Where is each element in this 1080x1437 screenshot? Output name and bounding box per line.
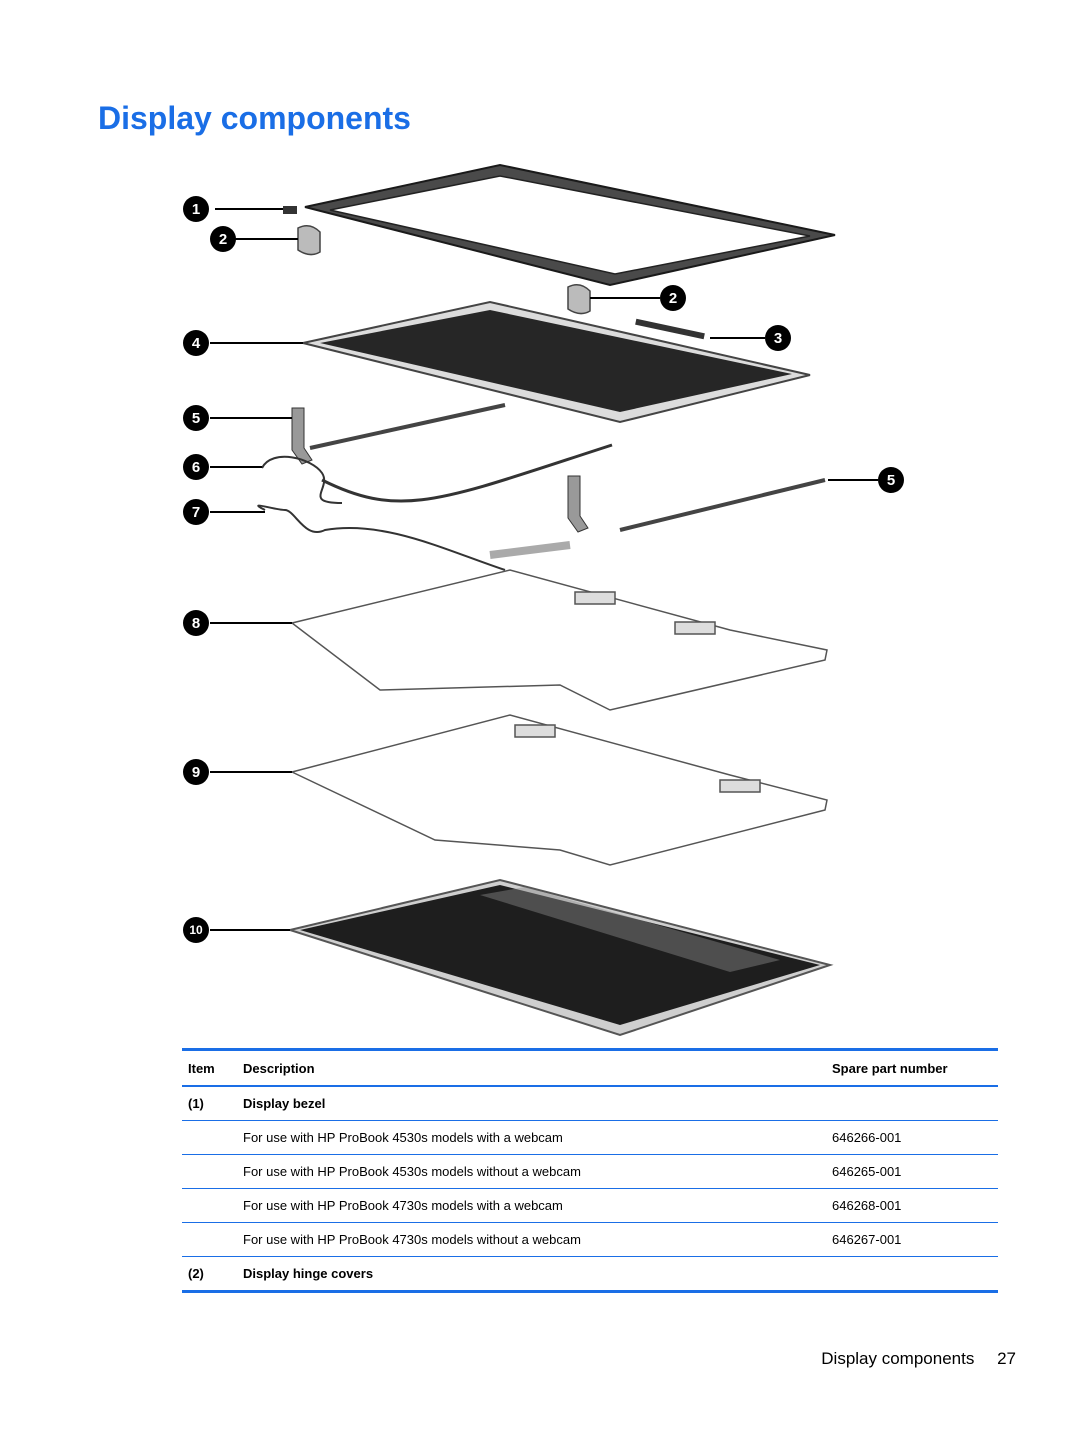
item-description: For use with HP ProBook 4730s models wit… (243, 1232, 581, 1247)
item-description: Display bezel (243, 1096, 326, 1111)
item-description: Display hinge covers (243, 1266, 374, 1281)
callout-2: 2 (660, 285, 686, 311)
exploded-view-diagram: 1 2 2 3 4 5 5 6 7 8 9 10 (170, 150, 920, 1045)
callout-9: 9 (183, 759, 209, 785)
table-row: For use with HP ProBook 4530s models wit… (182, 1121, 998, 1155)
page-title: Display components (98, 100, 411, 136)
spare-parts-table: Item Description Spare part number (1) D… (182, 1048, 998, 1293)
hinge-cover-illustration (297, 225, 591, 315)
spare-part-number: 646268-001 (832, 1198, 902, 1213)
item-description: For use with HP ProBook 4730s models wit… (243, 1198, 563, 1213)
description-column-header: Description (243, 1060, 315, 1076)
spare-part-number: 646265-001 (832, 1164, 902, 1179)
spare-part-number: 646267-001 (832, 1232, 902, 1247)
callout-7: 7 (183, 499, 209, 525)
callout-leader-lines (210, 208, 878, 931)
display-hinge-illustration (291, 403, 826, 533)
item-number: (1) (188, 1096, 204, 1111)
webcam-module-illustration (635, 318, 705, 340)
callout-8: 8 (183, 610, 209, 636)
item-description: For use with HP ProBook 4530s models wit… (243, 1164, 581, 1179)
callout-6: 6 (183, 454, 209, 480)
page-footer: Display components 27 (821, 1349, 1016, 1369)
display-panel-illustration (302, 300, 811, 424)
display-cable-illustration (257, 443, 613, 571)
display-back-cover-illustration (286, 878, 834, 1037)
footer-section-title: Display components (821, 1349, 975, 1368)
part-number-column-header: Spare part number (832, 1060, 948, 1076)
spare-part-number: 646266-001 (832, 1130, 902, 1145)
display-bezel-illustration (283, 163, 836, 287)
table-row: For use with HP ProBook 4730s models wit… (182, 1223, 998, 1257)
table-row: For use with HP ProBook 4530s models wit… (182, 1155, 998, 1189)
exploded-view-illustration (210, 163, 878, 1037)
callout-5: 5 (878, 467, 904, 493)
callout-3: 3 (765, 325, 791, 351)
callout-10: 10 (183, 917, 209, 943)
callout-4: 4 (183, 330, 209, 356)
item-number: (2) (188, 1266, 204, 1281)
item-column-header: Item (188, 1060, 215, 1076)
table-row: (1) Display bezel (182, 1087, 998, 1121)
callout-5: 5 (183, 405, 209, 431)
antenna-illustration-9 (289, 714, 828, 866)
callout-1: 1 (183, 196, 209, 222)
antenna-illustration-8 (290, 569, 828, 711)
table-row: For use with HP ProBook 4730s models wit… (182, 1189, 998, 1223)
item-description: For use with HP ProBook 4530s models wit… (243, 1130, 563, 1145)
table-header-row: Item Description Spare part number (182, 1051, 998, 1087)
table-row: (2) Display hinge covers (182, 1257, 998, 1290)
page-number: 27 (997, 1349, 1016, 1368)
callout-2: 2 (210, 226, 236, 252)
